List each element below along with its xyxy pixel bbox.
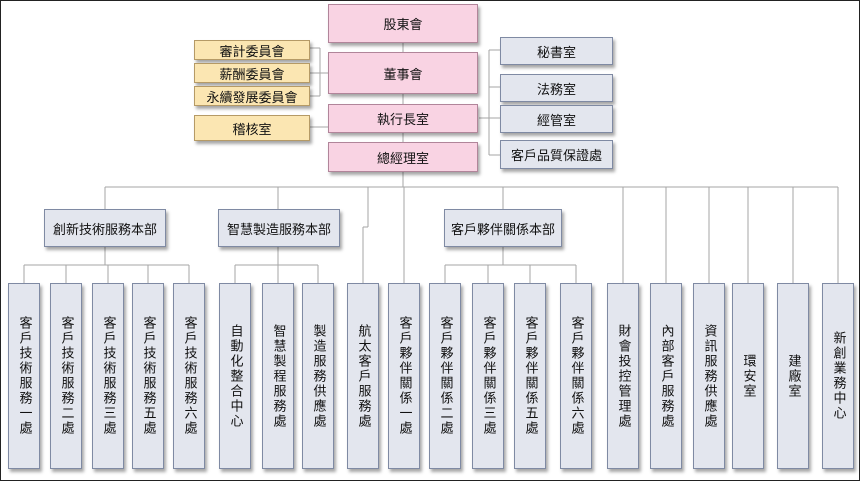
unit-box: 環安室 — [732, 283, 764, 469]
unit-label: 建廠室 — [785, 353, 801, 399]
ceo-office-box: 執行長室 — [328, 104, 478, 133]
unit-label: 新創業務中心 — [830, 331, 846, 421]
unit-box: 資訊服務供應處 — [693, 283, 725, 469]
division-customer-partnership: 客戶夥伴關係本部 — [444, 209, 562, 247]
compensation-committee-box: 薪酬委員會 — [194, 63, 310, 83]
unit-box: 財會投控管理處 — [607, 283, 639, 469]
sustainability-committee-box: 永續發展委員會 — [194, 86, 310, 106]
shareholders-box: 股東會 — [328, 4, 478, 43]
unit-label: 客戶技術服務一處 — [16, 316, 32, 436]
unit-box: 客戶技術服務五處 — [132, 283, 164, 469]
division-innovation-tech: 創新技術服務本部 — [44, 209, 166, 247]
unit-label: 客戶技術服務六處 — [181, 316, 197, 436]
president-office-box: 總經理室 — [328, 142, 478, 172]
unit-label: 客戶夥伴關係二處 — [437, 316, 453, 436]
unit-label: 製造服務供應處 — [310, 323, 326, 429]
unit-label: 客戶夥伴關係五處 — [522, 316, 538, 436]
unit-box: 內部客戶服務處 — [650, 283, 682, 469]
unit-box: 客戶夥伴關係三處 — [472, 283, 504, 469]
unit-label: 客戶技術服務二處 — [58, 316, 74, 436]
unit-label: 客戶夥伴關係六處 — [568, 316, 584, 436]
legal-office-box: 法務室 — [500, 74, 613, 102]
unit-box: 建廠室 — [777, 283, 809, 469]
division-smart-manufacturing: 智慧製造服務本部 — [218, 209, 340, 247]
unit-label: 內部客戶服務處 — [658, 323, 674, 429]
audit-office-box: 稽核室 — [194, 115, 310, 141]
unit-label: 航太客戶服務處 — [355, 323, 371, 429]
unit-box: 製造服務供應處 — [302, 283, 334, 469]
unit-label: 財會投控管理處 — [615, 323, 631, 429]
unit-label: 客戶夥伴關係三處 — [480, 316, 496, 436]
quality-assurance-office-box: 客戶品質保證處 — [500, 140, 613, 169]
unit-label: 客戶技術服務五處 — [140, 316, 156, 436]
unit-label: 客戶技術服務三處 — [100, 316, 116, 436]
unit-box: 新創業務中心 — [822, 283, 854, 469]
unit-label: 環安室 — [740, 353, 756, 399]
unit-box: 自動化整合中心 — [219, 283, 251, 469]
unit-box: 客戶夥伴關係五處 — [514, 283, 546, 469]
unit-box: 航太客戶服務處 — [347, 283, 379, 469]
secretary-office-box: 秘書室 — [500, 37, 613, 65]
audit-committee-box: 審計委員會 — [194, 40, 310, 60]
unit-box: 客戶技術服務一處 — [8, 283, 40, 469]
management-office-box: 經管室 — [500, 105, 613, 133]
unit-label: 資訊服務供應處 — [701, 323, 717, 429]
unit-box: 客戶技術服務六處 — [173, 283, 205, 469]
unit-box: 智慧製程服務處 — [262, 283, 294, 469]
unit-label: 自動化整合中心 — [227, 323, 243, 429]
unit-label: 客戶夥伴關係一處 — [396, 316, 412, 436]
unit-box: 客戶技術服務三處 — [92, 283, 124, 469]
unit-box: 客戶夥伴關係一處 — [388, 283, 420, 469]
unit-box: 客戶夥伴關係六處 — [560, 283, 592, 469]
unit-box: 客戶技術服務二處 — [50, 283, 82, 469]
board-box: 董事會 — [328, 52, 478, 94]
unit-box: 客戶夥伴關係二處 — [429, 283, 461, 469]
unit-label: 智慧製程服務處 — [270, 323, 286, 429]
